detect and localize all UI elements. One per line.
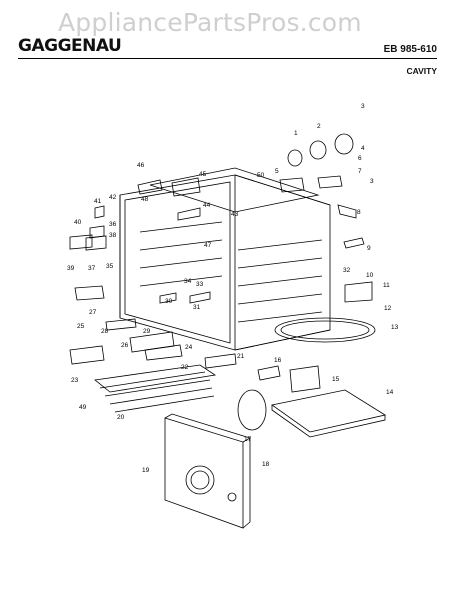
callout-27: 27 bbox=[89, 309, 97, 316]
bulb-cover bbox=[287, 149, 303, 167]
shelf-rails-right bbox=[237, 239, 323, 323]
oven-cavity-outline bbox=[119, 174, 331, 351]
callout-3b: 3 bbox=[370, 178, 374, 185]
callout-6: 6 bbox=[358, 155, 362, 162]
callout-13: 13 bbox=[391, 324, 399, 331]
pin-9 bbox=[343, 237, 365, 249]
bracket-8 bbox=[337, 204, 357, 219]
callout-36: 36 bbox=[109, 221, 117, 228]
top-panel bbox=[149, 167, 320, 213]
baking-tray bbox=[271, 389, 387, 433]
callout-1: 1 bbox=[294, 130, 298, 137]
lamp-socket bbox=[334, 133, 354, 155]
part-40 bbox=[89, 225, 105, 239]
part-30 bbox=[159, 292, 177, 304]
plate-28 bbox=[105, 318, 137, 331]
callout-38: 38 bbox=[109, 232, 117, 239]
callout-8: 8 bbox=[357, 209, 361, 216]
callout-3: 3 bbox=[361, 103, 365, 110]
clip-46 bbox=[137, 179, 163, 195]
callout-28: 28 bbox=[101, 328, 109, 335]
callout-33: 33 bbox=[196, 281, 204, 288]
clip-7 bbox=[317, 175, 343, 189]
callout-17: 17 bbox=[244, 436, 252, 443]
callout-46: 46 bbox=[137, 162, 145, 169]
callout-30: 30 bbox=[165, 298, 173, 305]
part-31 bbox=[189, 291, 211, 304]
part-41 bbox=[94, 205, 105, 219]
callout-21: 21 bbox=[237, 353, 245, 360]
part-39 bbox=[69, 234, 93, 250]
callout-31: 31 bbox=[193, 304, 201, 311]
callout-labels: 3 1 2 4 5 6 7 3 8 9 10 11 12 13 14 15 16… bbox=[67, 103, 399, 474]
callout-2: 2 bbox=[317, 123, 321, 130]
clip-21 bbox=[204, 353, 237, 369]
plate-23 bbox=[69, 345, 105, 365]
clip-43 bbox=[177, 207, 201, 221]
callout-25: 25 bbox=[77, 323, 85, 330]
bracket-24 bbox=[144, 344, 183, 361]
callout-45: 45 bbox=[199, 171, 207, 178]
handle-27 bbox=[74, 285, 105, 301]
callout-42: 42 bbox=[109, 194, 117, 201]
ring-element bbox=[237, 389, 267, 431]
shelf-rails-left bbox=[139, 221, 223, 287]
watermark: AppliancePartsPros.com bbox=[58, 8, 362, 37]
callout-7: 7 bbox=[358, 168, 362, 175]
callout-47: 47 bbox=[204, 242, 212, 249]
callout-34: 34 bbox=[184, 278, 192, 285]
model-number: EB 985-610 bbox=[383, 44, 437, 55]
callout-40: 40 bbox=[74, 219, 82, 226]
section-title: CAVITY bbox=[406, 66, 437, 76]
callout-24: 24 bbox=[185, 344, 193, 351]
brand-logo: GAGGENAU bbox=[18, 36, 122, 56]
callout-4: 4 bbox=[361, 145, 365, 152]
callout-22: 22 bbox=[181, 364, 189, 371]
clip-45 bbox=[171, 177, 201, 197]
callout-37: 37 bbox=[88, 265, 96, 272]
callout-18: 18 bbox=[262, 461, 270, 468]
callout-10: 10 bbox=[366, 272, 374, 279]
callout-14: 14 bbox=[386, 389, 394, 396]
bracket-5 bbox=[279, 177, 305, 193]
callout-32: 32 bbox=[343, 267, 351, 274]
callout-41: 41 bbox=[94, 198, 102, 205]
callout-29: 29 bbox=[143, 328, 151, 335]
circular-element bbox=[274, 317, 376, 343]
callout-11: 11 bbox=[383, 282, 390, 289]
part-37 bbox=[85, 235, 107, 251]
callout-43: 43 bbox=[231, 211, 239, 218]
callout-12: 12 bbox=[384, 305, 392, 312]
callout-35: 35 bbox=[106, 263, 114, 270]
heating-element bbox=[94, 364, 217, 413]
fan-grille bbox=[185, 465, 215, 495]
header-rule bbox=[18, 58, 437, 59]
callout-49: 49 bbox=[79, 404, 87, 411]
cavity-front-opening bbox=[124, 181, 231, 344]
lamp-housing bbox=[309, 140, 327, 160]
thermostat-15 bbox=[289, 365, 321, 393]
callout-15: 15 bbox=[332, 376, 340, 383]
callout-48: 48 bbox=[141, 196, 149, 203]
callout-23: 23 bbox=[71, 377, 79, 384]
rear-cover bbox=[164, 417, 244, 529]
callout-19: 19 bbox=[142, 467, 150, 474]
switch-11 bbox=[344, 281, 373, 303]
callout-20: 20 bbox=[117, 414, 125, 421]
callout-5: 5 bbox=[275, 168, 279, 175]
callout-50: 50 bbox=[257, 172, 265, 179]
callout-44: 44 bbox=[203, 202, 211, 209]
clip-16 bbox=[257, 365, 281, 381]
callout-39: 39 bbox=[67, 265, 75, 272]
callout-16: 16 bbox=[274, 357, 282, 364]
callout-9: 9 bbox=[367, 245, 371, 252]
callout-26: 26 bbox=[121, 342, 129, 349]
